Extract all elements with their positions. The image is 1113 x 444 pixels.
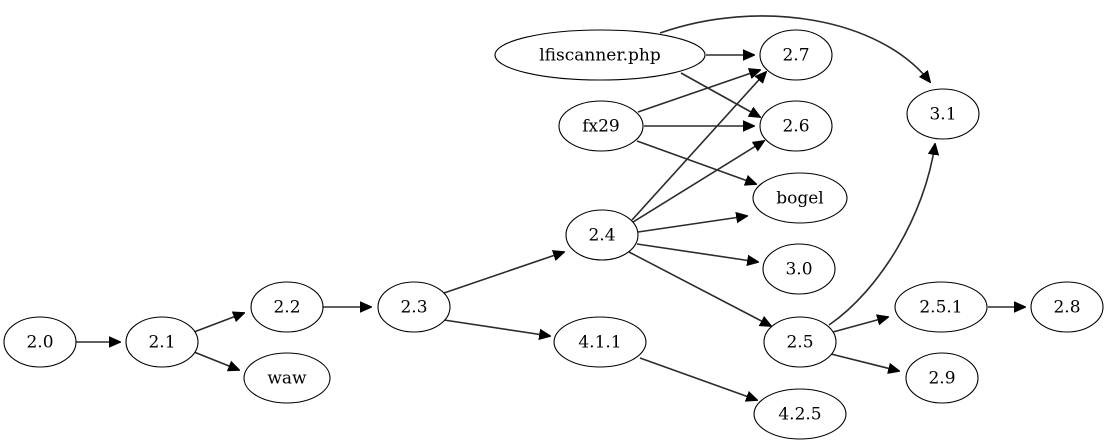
graph-edge bbox=[443, 252, 564, 294]
node-label: 4.2.5 bbox=[778, 405, 821, 425]
graph-node[interactable]: 2.6 bbox=[759, 100, 833, 152]
node-ellipse[interactable] bbox=[906, 88, 980, 140]
graph-node[interactable]: 4.1.1 bbox=[553, 316, 647, 368]
node-label: 2.5.1 bbox=[919, 298, 962, 318]
node-label: 2.3 bbox=[400, 298, 427, 318]
graph-node[interactable]: 2.5 bbox=[763, 316, 837, 368]
node-ellipse[interactable] bbox=[763, 316, 837, 368]
node-label: lfiscanner.php bbox=[539, 46, 661, 66]
graph-node[interactable]: 3.0 bbox=[762, 243, 836, 295]
graph-edge bbox=[830, 353, 899, 371]
node-label: 3.1 bbox=[929, 105, 956, 125]
graph-edge bbox=[443, 319, 550, 336]
node-ellipse[interactable] bbox=[894, 281, 988, 333]
node-ellipse[interactable] bbox=[759, 29, 833, 81]
edges-layer bbox=[76, 15, 1025, 400]
graph-edge bbox=[636, 140, 756, 184]
node-label: 2.6 bbox=[782, 117, 809, 137]
node-label: 3.0 bbox=[785, 260, 812, 280]
node-ellipse[interactable] bbox=[905, 352, 979, 404]
graph-node[interactable]: waw bbox=[243, 352, 331, 404]
node-ellipse[interactable] bbox=[565, 209, 639, 261]
node-label: 2.8 bbox=[1053, 298, 1080, 318]
node-ellipse[interactable] bbox=[553, 316, 647, 368]
node-ellipse[interactable] bbox=[377, 281, 451, 333]
node-label: 2.0 bbox=[26, 333, 53, 353]
node-label: 2.2 bbox=[273, 298, 300, 318]
node-label: bogel bbox=[776, 189, 824, 209]
graph-node[interactable]: 2.9 bbox=[905, 352, 979, 404]
graph-edge bbox=[637, 70, 760, 113]
graph-node[interactable]: 2.1 bbox=[125, 316, 199, 368]
graph-node[interactable]: 2.7 bbox=[759, 29, 833, 81]
graph-edge bbox=[832, 317, 888, 333]
node-label: 2.4 bbox=[588, 226, 615, 246]
graph-node[interactable]: 2.0 bbox=[3, 316, 77, 368]
graph-edge bbox=[632, 141, 764, 223]
node-label: 2.5 bbox=[786, 333, 813, 353]
graph-edge bbox=[639, 357, 757, 400]
node-ellipse[interactable] bbox=[759, 100, 833, 152]
nodes-layer: 2.0 2.1 2.2 waw 2.3 2.4 4.1.1 4.2.5 lfiscanner.p… bbox=[3, 29, 1104, 440]
graph-node[interactable]: 3.1 bbox=[906, 88, 980, 140]
graph-edge bbox=[828, 144, 935, 326]
graph-node[interactable]: lfiscanner.php bbox=[494, 29, 706, 81]
graph-edge bbox=[631, 72, 766, 221]
node-ellipse[interactable] bbox=[494, 29, 706, 81]
node-ellipse[interactable] bbox=[250, 281, 324, 333]
graph-node[interactable]: 2.2 bbox=[250, 281, 324, 333]
node-ellipse[interactable] bbox=[752, 172, 848, 224]
node-label: fx29 bbox=[582, 117, 620, 137]
node-label: 2.7 bbox=[782, 46, 809, 66]
graph-node[interactable]: fx29 bbox=[558, 100, 644, 152]
graph-edge bbox=[193, 313, 244, 333]
node-ellipse[interactable] bbox=[243, 352, 331, 404]
node-ellipse[interactable] bbox=[125, 316, 199, 368]
graph-edge bbox=[680, 72, 760, 117]
node-ellipse[interactable] bbox=[558, 100, 644, 152]
node-label: 2.9 bbox=[928, 369, 955, 389]
graph-edge bbox=[636, 243, 758, 262]
node-ellipse[interactable] bbox=[3, 316, 77, 368]
graph-node[interactable]: 2.8 bbox=[1030, 281, 1104, 333]
graph-edge bbox=[659, 15, 930, 82]
node-ellipse[interactable] bbox=[753, 388, 847, 440]
node-label: 2.1 bbox=[148, 333, 175, 353]
node-label: 4.1.1 bbox=[578, 333, 621, 353]
graph-node[interactable]: 2.3 bbox=[377, 281, 451, 333]
node-ellipse[interactable] bbox=[762, 243, 836, 295]
graph-node[interactable]: 4.2.5 bbox=[753, 388, 847, 440]
graph-node[interactable]: 2.5.1 bbox=[894, 281, 988, 333]
graph-edge bbox=[637, 216, 747, 233]
graph-edge bbox=[193, 351, 239, 370]
graph-node[interactable]: 2.4 bbox=[565, 209, 639, 261]
graph-node[interactable]: bogel bbox=[752, 172, 848, 224]
graph-edge bbox=[628, 251, 771, 326]
node-ellipse[interactable] bbox=[1030, 281, 1104, 333]
node-label: waw bbox=[267, 369, 307, 389]
